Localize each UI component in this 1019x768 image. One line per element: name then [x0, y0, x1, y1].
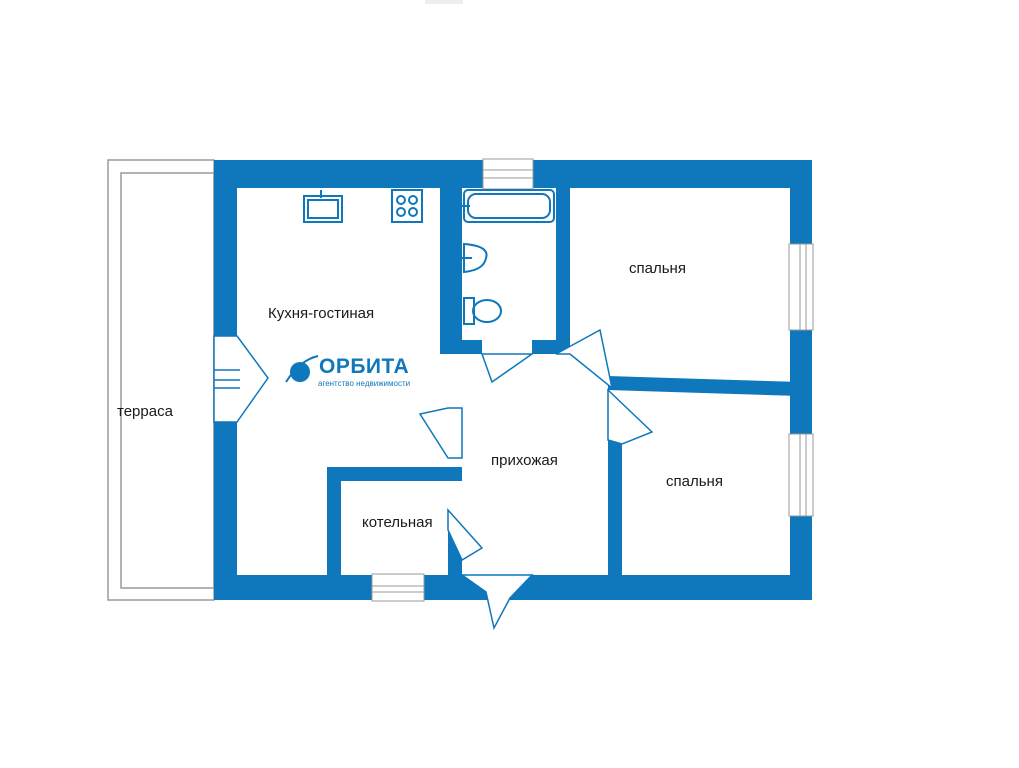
- room-label-bedroom-2: спальня: [666, 473, 723, 490]
- wall-left-lower: [214, 422, 237, 600]
- room-label-kitchen-living: Кухня-гостиная: [268, 305, 375, 322]
- wall-bedroom-divider: [608, 376, 800, 396]
- wall-right-bottom: [790, 516, 812, 600]
- wall-bath-bottom-left: [440, 340, 482, 354]
- room-label-terrace: терраса: [117, 403, 173, 420]
- wall-bath-left: [440, 185, 462, 353]
- logo-tagline: агентство недвижимости: [318, 379, 411, 388]
- sink-icon: [303, 190, 343, 223]
- washbasin-icon: [462, 242, 488, 274]
- kitchen-fixtures: [303, 189, 423, 223]
- terrace: [107, 159, 215, 601]
- door-terrace: [213, 335, 269, 423]
- bathtub-icon: [462, 189, 555, 223]
- wall-boiler-left: [327, 467, 341, 600]
- door-bathroom: [480, 353, 535, 384]
- orbita-logo-icon: [285, 355, 319, 383]
- door-boiler: [447, 508, 484, 562]
- room-label-hallway: прихожая: [491, 452, 558, 469]
- wall-bath-right: [556, 185, 570, 353]
- window-top: [482, 158, 534, 190]
- wall-left-upper: [214, 160, 237, 336]
- wall-right-top: [790, 160, 812, 244]
- window-bottom: [371, 573, 425, 602]
- window-right-lower: [788, 433, 814, 517]
- door-kitchen-hall: [418, 407, 463, 459]
- wall-right-mid: [790, 330, 812, 434]
- windows: [371, 158, 814, 602]
- door-entrance: [459, 574, 534, 631]
- room-label-boiler-room: котельная: [362, 514, 433, 531]
- logo-name: ОРБИТА: [319, 355, 410, 378]
- door-bedroom-2: [607, 388, 654, 445]
- toilet-icon: [463, 297, 502, 325]
- bathroom-fixtures: [462, 189, 555, 325]
- door-bedroom-1: [555, 328, 614, 390]
- top-artifact: [425, 0, 463, 4]
- window-right-upper: [788, 243, 814, 331]
- doors: [213, 328, 654, 631]
- stove-icon: [391, 189, 423, 223]
- room-label-bedroom-1: спальня: [629, 260, 686, 277]
- wall-boiler-top: [327, 467, 462, 481]
- wall-hall-right: [608, 440, 622, 600]
